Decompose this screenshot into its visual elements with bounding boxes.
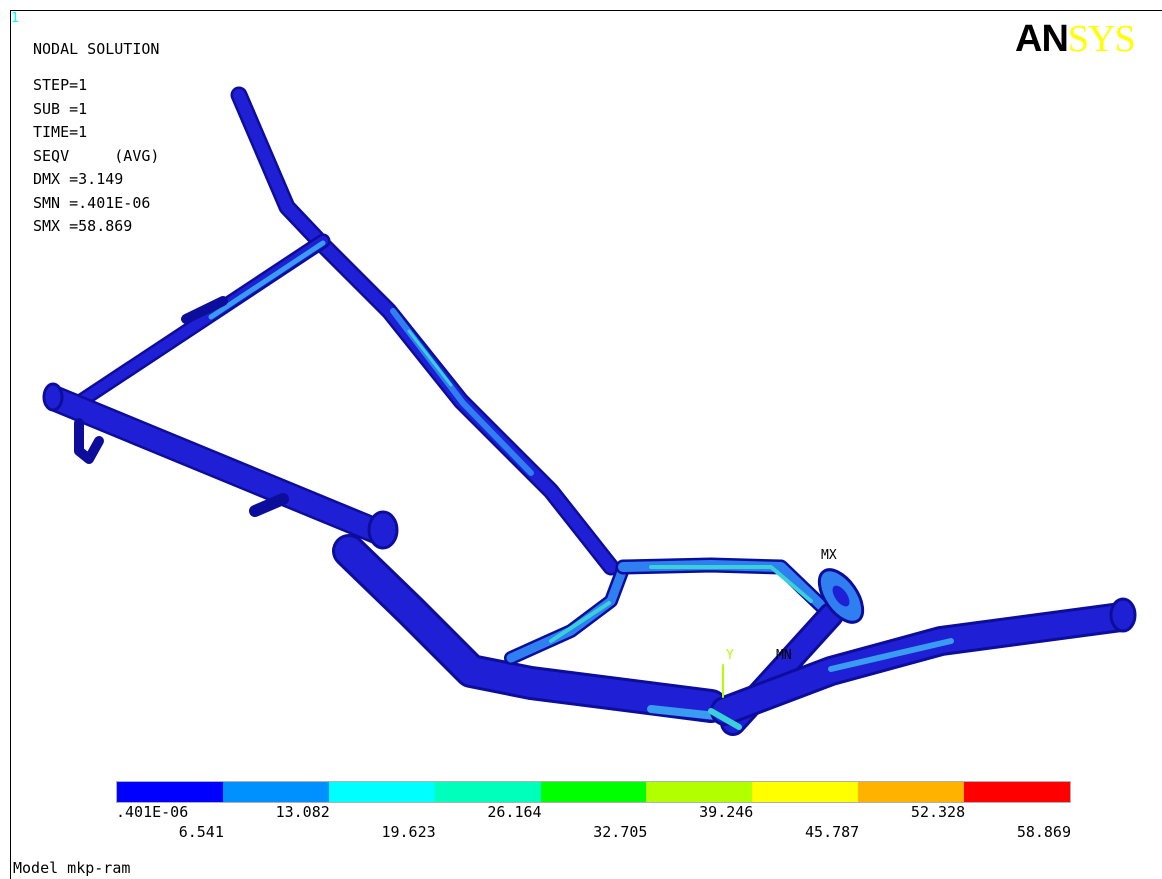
info-step: STEP=1	[33, 76, 88, 94]
tube-mid-left-stress	[549, 601, 611, 643]
info-sub: SUB =1	[33, 99, 88, 118]
flange-inner	[832, 585, 850, 607]
tube-mid-left	[504, 562, 630, 665]
brace-upper-left-stress	[208, 240, 326, 320]
tube-upper-fill	[233, 89, 617, 573]
ansys-logo: ANSYS	[1015, 17, 1136, 60]
brace-stub	[181, 296, 228, 324]
legend-swatch-8	[964, 782, 1071, 802]
tube-mid-top-stress	[649, 565, 813, 603]
legend-swatch-3	[434, 782, 541, 802]
legend-swatch-2	[328, 782, 435, 802]
legend-swatch-7	[858, 782, 965, 802]
info-result-type: SEQV (AVG)	[33, 146, 160, 165]
info-smn: SMN =.401E-06	[33, 193, 151, 212]
tube-lower-fill	[335, 537, 725, 720]
tube-lower-end	[367, 510, 399, 550]
model-caption: Model mkp-ram	[13, 859, 131, 877]
contour-legend-bar	[116, 781, 1071, 803]
legend-swatch-4	[540, 782, 647, 802]
info-dmx: DMX =3.149	[33, 170, 124, 188]
legend-swatch-6	[752, 782, 859, 802]
marker-mx: MX	[821, 548, 837, 563]
tube-lower-stress	[647, 705, 720, 720]
frame-model[interactable]: MX MN Y	[11, 11, 1162, 879]
solution-info: STEP=1 SUB =1 TIME=1 SEQV (AVG) DMX =3.1…	[33, 73, 159, 238]
stub-lower	[249, 493, 289, 517]
marker-axis-y: Y	[726, 648, 734, 663]
marker-mn: MN	[776, 648, 792, 663]
logo-part-an: AN	[1015, 18, 1069, 60]
tube-right-stress	[828, 638, 954, 672]
tube-right-end	[1109, 597, 1137, 633]
window-number: 1	[11, 11, 19, 26]
legend-swatch-5	[646, 782, 753, 802]
junction-stress	[708, 708, 742, 730]
tube-upper-stress-light	[407, 329, 453, 387]
info-time: TIME=1	[33, 123, 88, 141]
plot-title: NODAL SOLUTION	[33, 40, 160, 58]
legend-swatch-1	[222, 782, 329, 802]
logo-part-sys: SYS	[1067, 18, 1136, 60]
bracket-left	[74, 418, 104, 464]
tube-main-end	[42, 382, 64, 412]
graphics-window[interactable]: 1 NODAL SOLUTION STEP=1 SUB =1 TIME=1 SE…	[10, 10, 1162, 879]
info-smx: SMX =58.869	[33, 217, 133, 235]
legend-swatch-0	[117, 782, 223, 802]
tube-main-fill	[45, 388, 387, 542]
